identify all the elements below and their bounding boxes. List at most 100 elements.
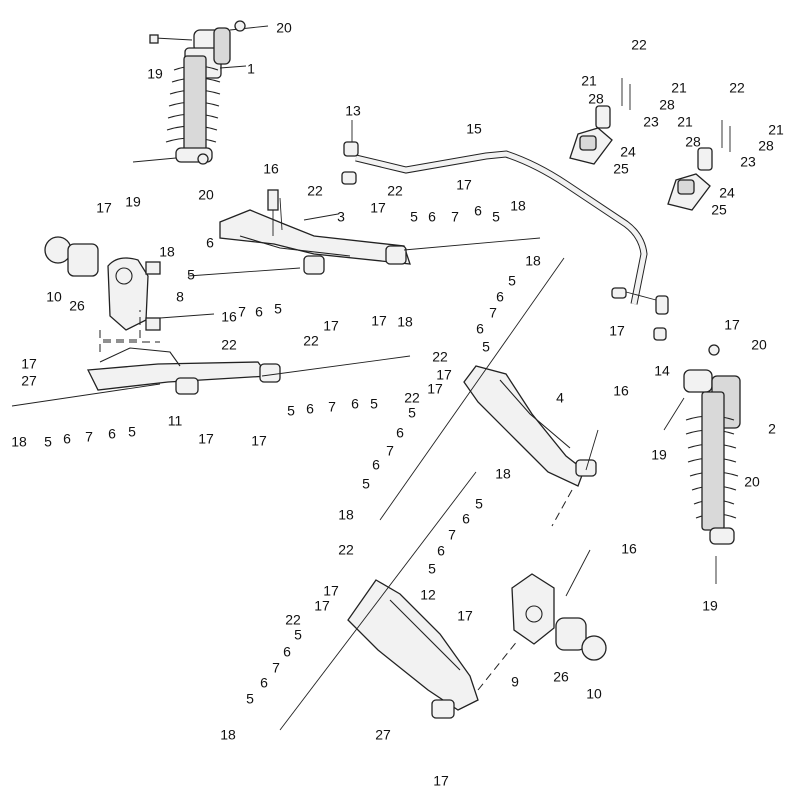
callout-25: 25 bbox=[613, 161, 629, 177]
callout-17: 17 bbox=[323, 583, 339, 599]
callout-6: 6 bbox=[474, 203, 482, 219]
callout-12: 12 bbox=[420, 587, 436, 603]
callout-22: 22 bbox=[303, 333, 319, 349]
callout-21: 21 bbox=[581, 73, 597, 89]
callout-5: 5 bbox=[287, 403, 295, 419]
callout-28: 28 bbox=[685, 134, 701, 150]
callout-22: 22 bbox=[307, 183, 323, 199]
callout-10: 10 bbox=[46, 289, 62, 305]
callout-17: 17 bbox=[457, 608, 473, 624]
callout-6: 6 bbox=[108, 426, 116, 442]
callout-22: 22 bbox=[404, 390, 420, 406]
callout-5: 5 bbox=[508, 273, 516, 289]
callout-3: 3 bbox=[337, 209, 345, 225]
callout-22: 22 bbox=[387, 183, 403, 199]
callout-17: 17 bbox=[251, 433, 267, 449]
callout-18: 18 bbox=[495, 466, 511, 482]
callout-28: 28 bbox=[758, 138, 774, 154]
callout-5: 5 bbox=[294, 627, 302, 643]
callout-2: 2 bbox=[768, 421, 776, 437]
callout-8: 8 bbox=[176, 289, 184, 305]
callout-18: 18 bbox=[159, 244, 175, 260]
callout-22: 22 bbox=[285, 612, 301, 628]
callout-17: 17 bbox=[427, 381, 443, 397]
callout-17: 17 bbox=[371, 313, 387, 329]
callout-18: 18 bbox=[220, 727, 236, 743]
callout-19: 19 bbox=[147, 66, 163, 82]
callout-17: 17 bbox=[436, 367, 452, 383]
lower-arm-center bbox=[347, 579, 519, 719]
callout-6: 6 bbox=[396, 425, 404, 441]
callout-6: 6 bbox=[462, 511, 470, 527]
callout-16: 16 bbox=[221, 309, 237, 325]
callout-17: 17 bbox=[724, 317, 740, 333]
callout-28: 28 bbox=[588, 91, 604, 107]
callout-6: 6 bbox=[351, 396, 359, 412]
callout-5: 5 bbox=[274, 301, 282, 317]
callout-20: 20 bbox=[744, 474, 760, 490]
callout-7: 7 bbox=[489, 305, 497, 321]
callout-24: 24 bbox=[719, 185, 735, 201]
callout-19: 19 bbox=[125, 194, 141, 210]
callout-5: 5 bbox=[475, 496, 483, 512]
callout-7: 7 bbox=[328, 399, 336, 415]
stabilizer-mounts bbox=[569, 78, 731, 211]
callout-7: 7 bbox=[272, 660, 280, 676]
callout-18: 18 bbox=[397, 314, 413, 330]
callout-6: 6 bbox=[428, 209, 436, 225]
callout-6: 6 bbox=[283, 644, 291, 660]
callout-13: 13 bbox=[345, 103, 361, 119]
callout-20: 20 bbox=[276, 20, 292, 36]
callout-5: 5 bbox=[408, 405, 416, 421]
callout-17: 17 bbox=[609, 323, 625, 339]
callout-7: 7 bbox=[85, 429, 93, 445]
hardware-stacks bbox=[11, 197, 599, 731]
callout-26: 26 bbox=[69, 298, 85, 314]
callout-5: 5 bbox=[492, 209, 500, 225]
lower-arm-left bbox=[86, 341, 281, 395]
callout-10: 10 bbox=[586, 686, 602, 702]
callout-14: 14 bbox=[654, 363, 670, 379]
callout-19: 19 bbox=[651, 447, 667, 463]
callout-17: 17 bbox=[456, 177, 472, 193]
shock-absorber-lower bbox=[663, 344, 741, 584]
callout-27: 27 bbox=[21, 373, 37, 389]
callout-16: 16 bbox=[263, 161, 279, 177]
callout-18: 18 bbox=[338, 507, 354, 523]
callout-5: 5 bbox=[410, 209, 418, 225]
callout-22: 22 bbox=[338, 542, 354, 558]
upper-arm-right bbox=[463, 365, 597, 527]
callout-21: 21 bbox=[677, 114, 693, 130]
callout-27: 27 bbox=[375, 727, 391, 743]
callout-5: 5 bbox=[482, 339, 490, 355]
callout-28: 28 bbox=[659, 97, 675, 113]
callout-7: 7 bbox=[238, 304, 246, 320]
callout-15: 15 bbox=[466, 121, 482, 137]
callout-5: 5 bbox=[128, 424, 136, 440]
knuckle-left bbox=[44, 236, 161, 341]
callout-6: 6 bbox=[476, 321, 484, 337]
callout-23: 23 bbox=[643, 114, 659, 130]
callout-6: 6 bbox=[372, 457, 380, 473]
callout-1: 1 bbox=[247, 61, 255, 77]
callout-17: 17 bbox=[370, 200, 386, 216]
callout-6: 6 bbox=[255, 304, 263, 320]
callout-6: 6 bbox=[437, 543, 445, 559]
callout-4: 4 bbox=[556, 390, 564, 406]
callout-18: 18 bbox=[510, 198, 526, 214]
callout-17: 17 bbox=[198, 431, 214, 447]
shock-absorber-upper bbox=[132, 20, 269, 165]
upper-arm bbox=[219, 189, 411, 275]
callout-9: 9 bbox=[511, 674, 519, 690]
callout-18: 18 bbox=[525, 253, 541, 269]
callout-5: 5 bbox=[362, 476, 370, 492]
callout-20: 20 bbox=[198, 187, 214, 203]
callout-21: 21 bbox=[768, 122, 784, 138]
callout-17: 17 bbox=[96, 200, 112, 216]
callout-22: 22 bbox=[631, 37, 647, 53]
callout-16: 16 bbox=[621, 541, 637, 557]
callout-7: 7 bbox=[386, 443, 394, 459]
callout-6: 6 bbox=[306, 401, 314, 417]
